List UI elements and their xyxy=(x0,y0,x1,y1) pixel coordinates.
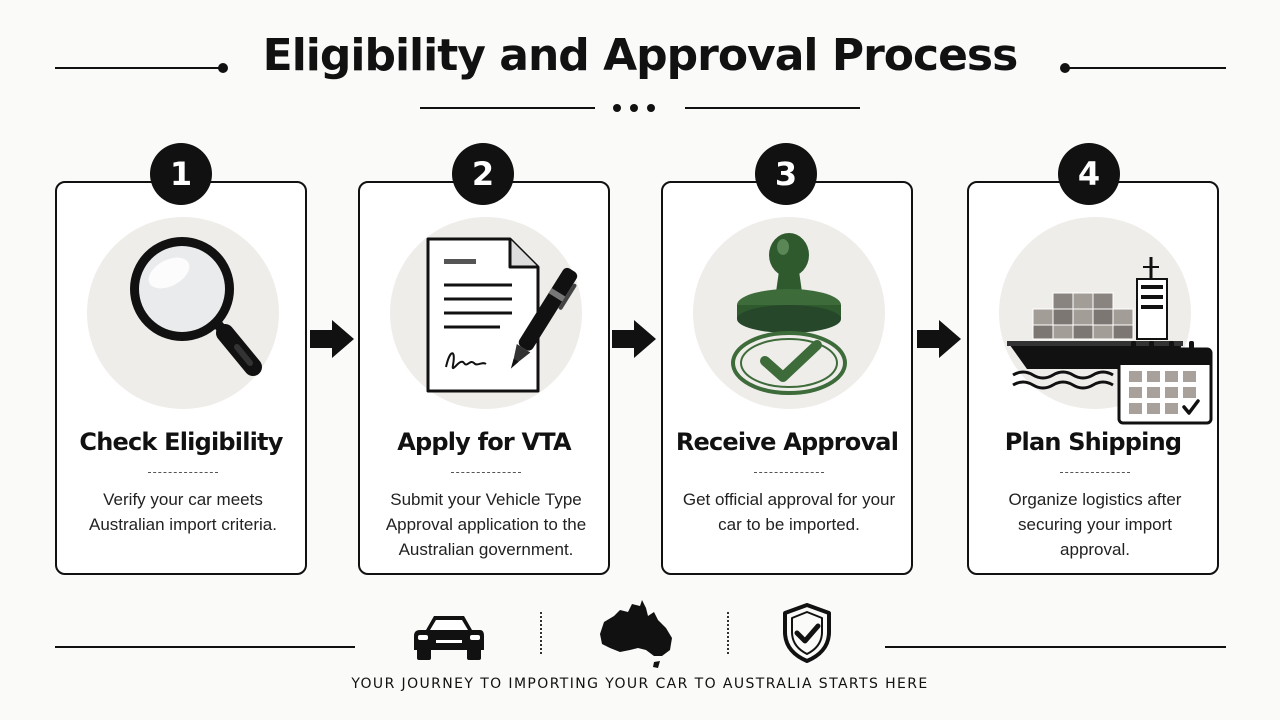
footer-separator xyxy=(727,612,729,654)
step-number-badge-4: 4 xyxy=(1058,143,1120,205)
header-dot-left xyxy=(218,63,228,73)
icon-circle xyxy=(390,217,582,409)
step-description: Organize logistics after securing your i… xyxy=(1008,490,1182,559)
step-card-1: Check Eligibility Verify your car meets … xyxy=(55,181,307,575)
page-title: Eligibility and Approval Process xyxy=(262,30,1019,81)
subheader-dot xyxy=(613,104,621,112)
title-divider xyxy=(451,472,521,473)
step-number-badge-2: 2 xyxy=(452,143,514,205)
title-divider xyxy=(754,472,824,473)
step-title: Apply for VTA xyxy=(397,428,571,456)
step-number-badge-1: 1 xyxy=(150,143,212,205)
step-description: Get official approval for your car to be… xyxy=(682,490,896,534)
arrow-right-icon xyxy=(310,320,354,358)
footer-separator xyxy=(540,612,542,654)
subheader-dot xyxy=(647,104,655,112)
footer-line-left xyxy=(55,646,355,648)
step-description: Submit your Vehicle Type Approval applic… xyxy=(385,490,587,559)
icon-circle xyxy=(87,217,279,409)
step-card-4: Plan Shipping Organize logistics after s… xyxy=(967,181,1219,575)
title-divider xyxy=(1060,472,1130,473)
header-line-left xyxy=(55,67,222,69)
arrow-right-icon xyxy=(917,320,961,358)
step-title: Plan Shipping xyxy=(1004,428,1182,456)
step-card-3: Receive Approval Get official approval f… xyxy=(661,181,913,575)
header-line-right xyxy=(1066,67,1226,69)
footer-tagline: YOUR JOURNEY TO IMPORTING YOUR CAR TO AU… xyxy=(351,676,929,692)
step-title: Check Eligibility xyxy=(79,428,283,456)
subheader-line-right xyxy=(685,107,860,109)
cargo-ship-calendar-icon xyxy=(1007,257,1213,425)
header-dot-right xyxy=(1060,63,1070,73)
document-pen-icon xyxy=(426,237,578,393)
step-title: Receive Approval xyxy=(675,428,899,456)
step-description: Verify your car meets Australian import … xyxy=(88,490,277,534)
subheader-dot xyxy=(630,104,638,112)
shield-check-icon xyxy=(783,603,831,663)
step-number-badge-3: 3 xyxy=(755,143,817,205)
title-divider xyxy=(148,472,218,473)
arrow-right-icon xyxy=(612,320,656,358)
icon-circle xyxy=(693,217,885,409)
step-card-2: Apply for VTA Submit your Vehicle Type A… xyxy=(358,181,610,575)
car-icon xyxy=(414,616,484,660)
footer-line-right xyxy=(885,646,1226,648)
approval-stamp-icon xyxy=(731,233,847,395)
icon-circle xyxy=(999,217,1213,425)
subheader-line-left xyxy=(420,107,595,109)
australia-map-icon xyxy=(600,600,672,668)
magnifying-glass-icon xyxy=(130,237,262,376)
